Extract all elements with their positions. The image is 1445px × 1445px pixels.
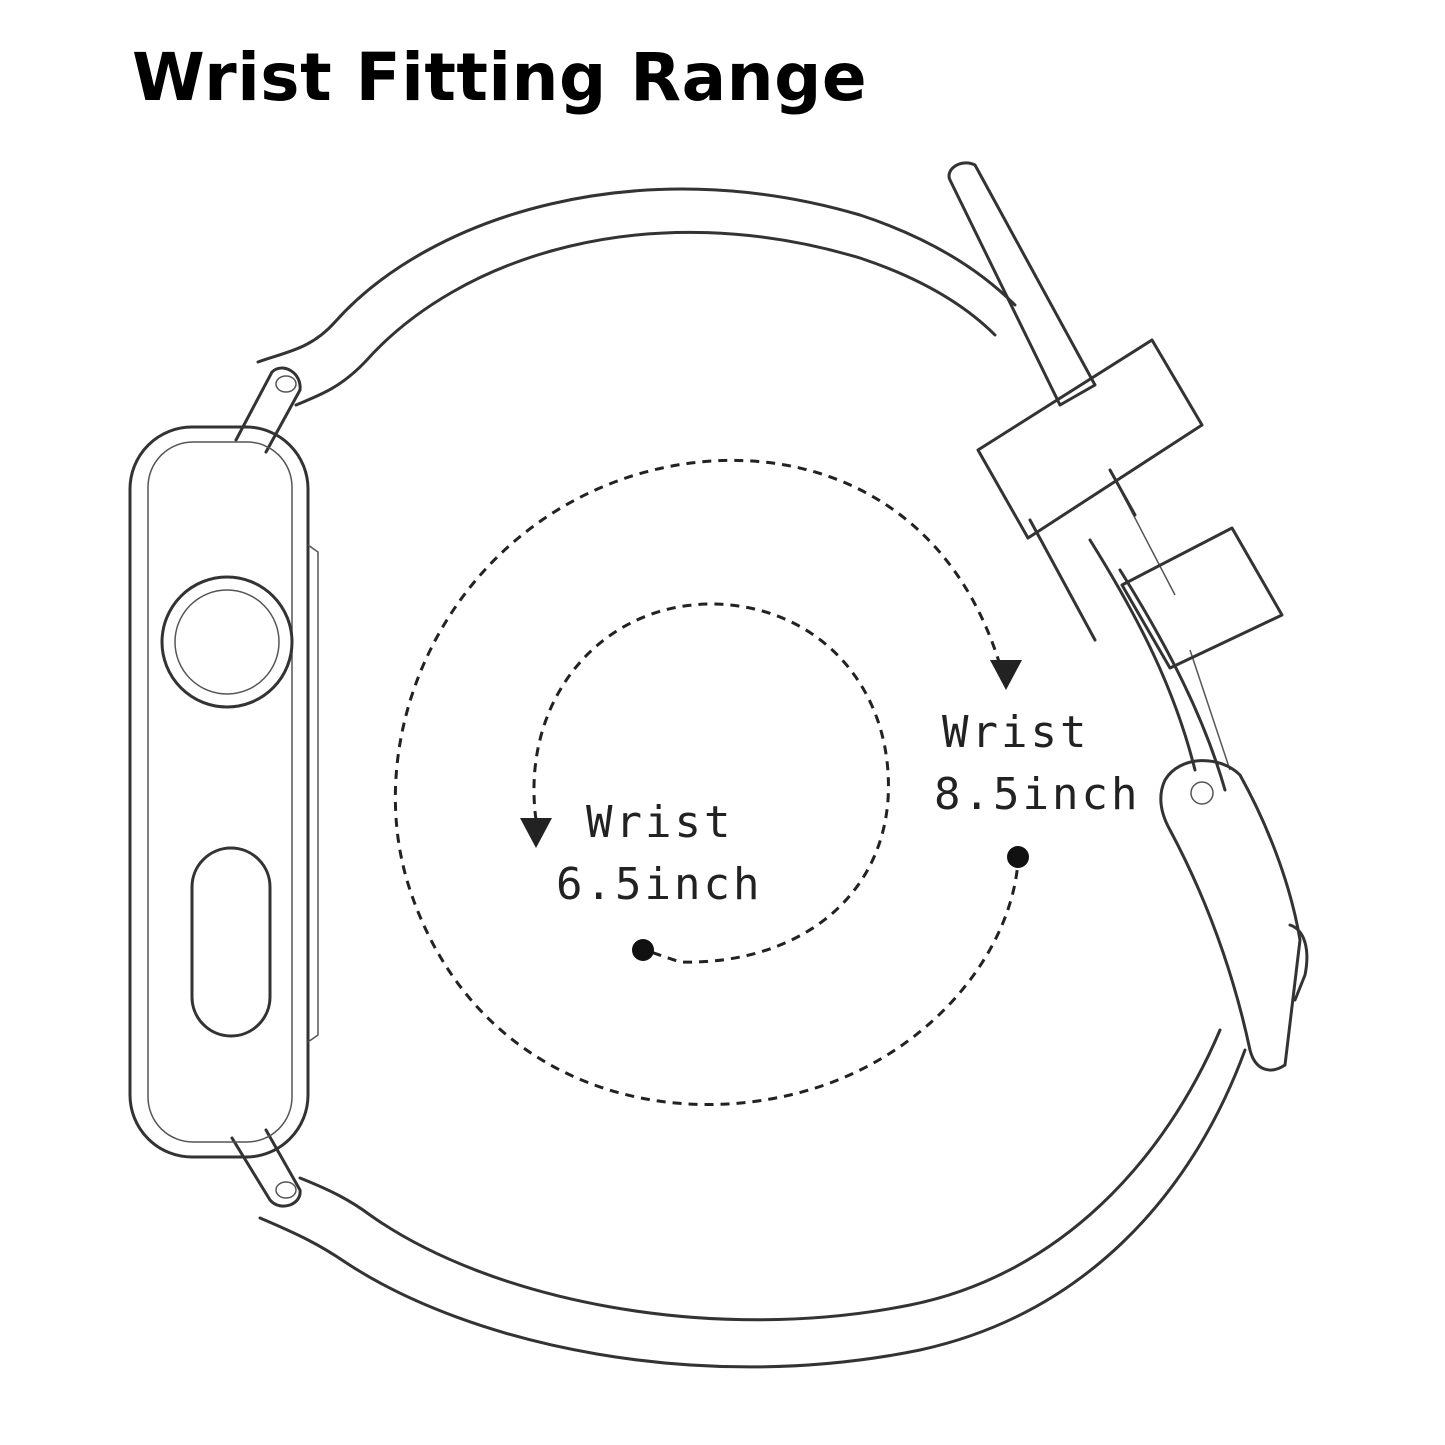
large-range-arrow-head-icon	[990, 660, 1022, 690]
large-range-label-line2: 8.5inch	[934, 769, 1140, 820]
band-loop-lower	[1120, 526, 1284, 670]
lower-lug-link	[230, 1128, 302, 1208]
lower-lug-pin	[275, 1181, 297, 1199]
watch-case	[128, 425, 319, 1159]
digital-crown-icon	[160, 575, 294, 709]
large-range-start-dot-icon	[1007, 846, 1029, 868]
buckle-icon	[1159, 759, 1302, 1072]
band-loop-upper	[976, 338, 1204, 540]
buckle-edge	[1288, 923, 1309, 1002]
small-range-start-dot-icon	[632, 939, 654, 961]
upper-strap-inner	[294, 230, 997, 407]
small-range-label-line1: Wrist	[586, 797, 733, 848]
small-range-indicator: Wrist 6.5inch	[520, 602, 890, 964]
right-strap-outer	[1118, 568, 1227, 792]
strap-tail-body	[1028, 468, 1137, 642]
strap-tail	[947, 161, 1097, 407]
page-title: Wrist Fitting Range	[132, 39, 868, 116]
upper-lug-pin	[275, 375, 297, 393]
large-range-indicator: Wrist 8.5inch	[393, 458, 1140, 1107]
watch-band	[230, 161, 1309, 1369]
large-range-arc	[393, 458, 1020, 1107]
small-range-arc	[532, 602, 890, 964]
upper-strap-outer	[256, 187, 1017, 364]
lower-strap-outer	[258, 1048, 1247, 1369]
upper-lug-link	[234, 366, 302, 454]
right-strap-inner	[1088, 538, 1197, 772]
side-button-icon	[190, 846, 272, 1038]
small-range-label-line2: 6.5inch	[556, 859, 762, 910]
watch-case-edge	[307, 544, 319, 1043]
small-range-arrow-head-icon	[520, 818, 552, 848]
right-strap-seam	[1109, 469, 1231, 771]
digital-crown-inner	[174, 589, 280, 695]
watch-case-inner	[147, 441, 293, 1143]
large-range-label-line1: Wrist	[942, 707, 1089, 758]
buckle-pin-icon	[1190, 781, 1214, 805]
lower-strap-inner	[298, 1028, 1222, 1322]
watch-case-outer	[128, 425, 310, 1159]
